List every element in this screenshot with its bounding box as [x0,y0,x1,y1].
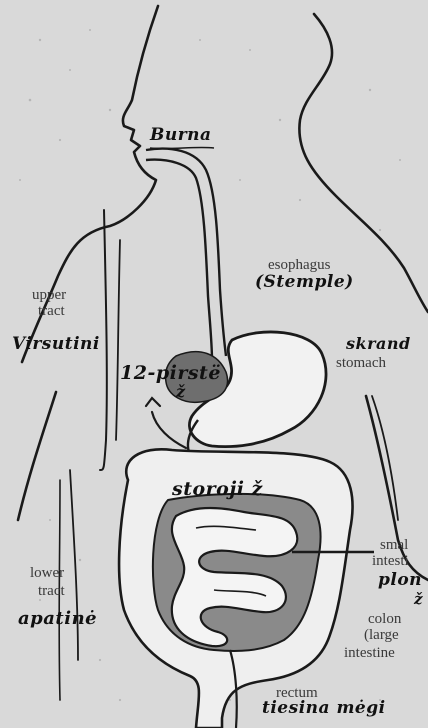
stomach-label: stomach [336,356,386,371]
small-intestine-label-2: intesti [372,554,409,569]
lower-tract-label-handwritten: apatinė [18,608,97,629]
stomach-label-handwritten: skrand [346,334,411,353]
esophagus-label: esophagus [268,258,331,273]
mouth-label-handwritten: Burna [150,125,212,145]
lower-tract-label: lower [30,566,64,581]
small-intestine-label: smal [380,538,408,553]
duodenum-label-handwritten: 12-pirstë [120,362,221,384]
esophagus-tube [146,149,226,360]
small-intestine-label-handwritten: plon [378,570,422,590]
colon-label-handwritten: storoji ž [172,478,263,500]
large-intestine-label-2: intestine [344,646,395,661]
small-intestine-label-handwritten-2: ž [414,590,423,608]
large-intestine-label: (large [364,628,399,643]
upper-tract-label-handwritten: Virsutini [12,334,100,354]
upper-tract-label-2: tract [38,304,65,319]
upper-tract-label: upper [32,288,66,303]
duodenum-label-handwritten-2: ž [176,382,186,401]
lower-tract-label-2: tract [38,584,65,599]
colon-label: colon [368,612,401,627]
rectum-label-handwritten: tiesina mėgi [262,698,386,718]
duodenum-arrow [146,398,186,448]
esophagus-label-handwritten: (Stemple) [255,272,354,292]
